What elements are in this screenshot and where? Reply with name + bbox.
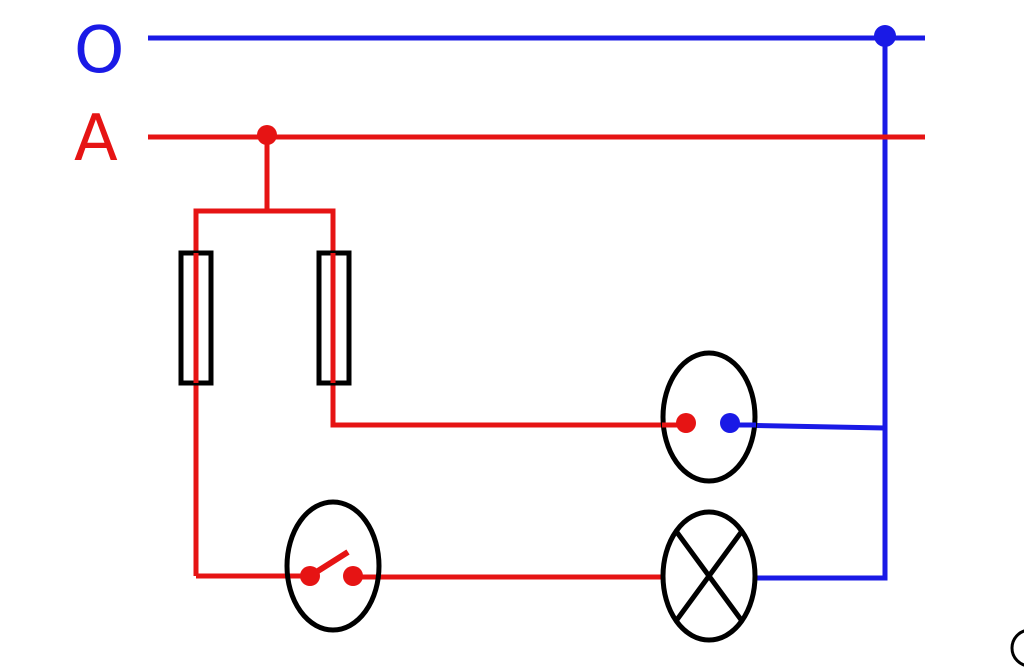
neutral-drop-wire: [756, 36, 888, 581]
phase-label: A: [74, 102, 118, 176]
switch: [284, 499, 382, 633]
neutral-label: O: [74, 14, 124, 88]
corner-circle: [1010, 629, 1024, 667]
lamp: [660, 509, 758, 643]
phase-junction: [257, 125, 277, 145]
socket: [660, 350, 758, 484]
phase-branch-wire: [193, 208, 686, 576]
neutral-junction: [874, 25, 896, 47]
